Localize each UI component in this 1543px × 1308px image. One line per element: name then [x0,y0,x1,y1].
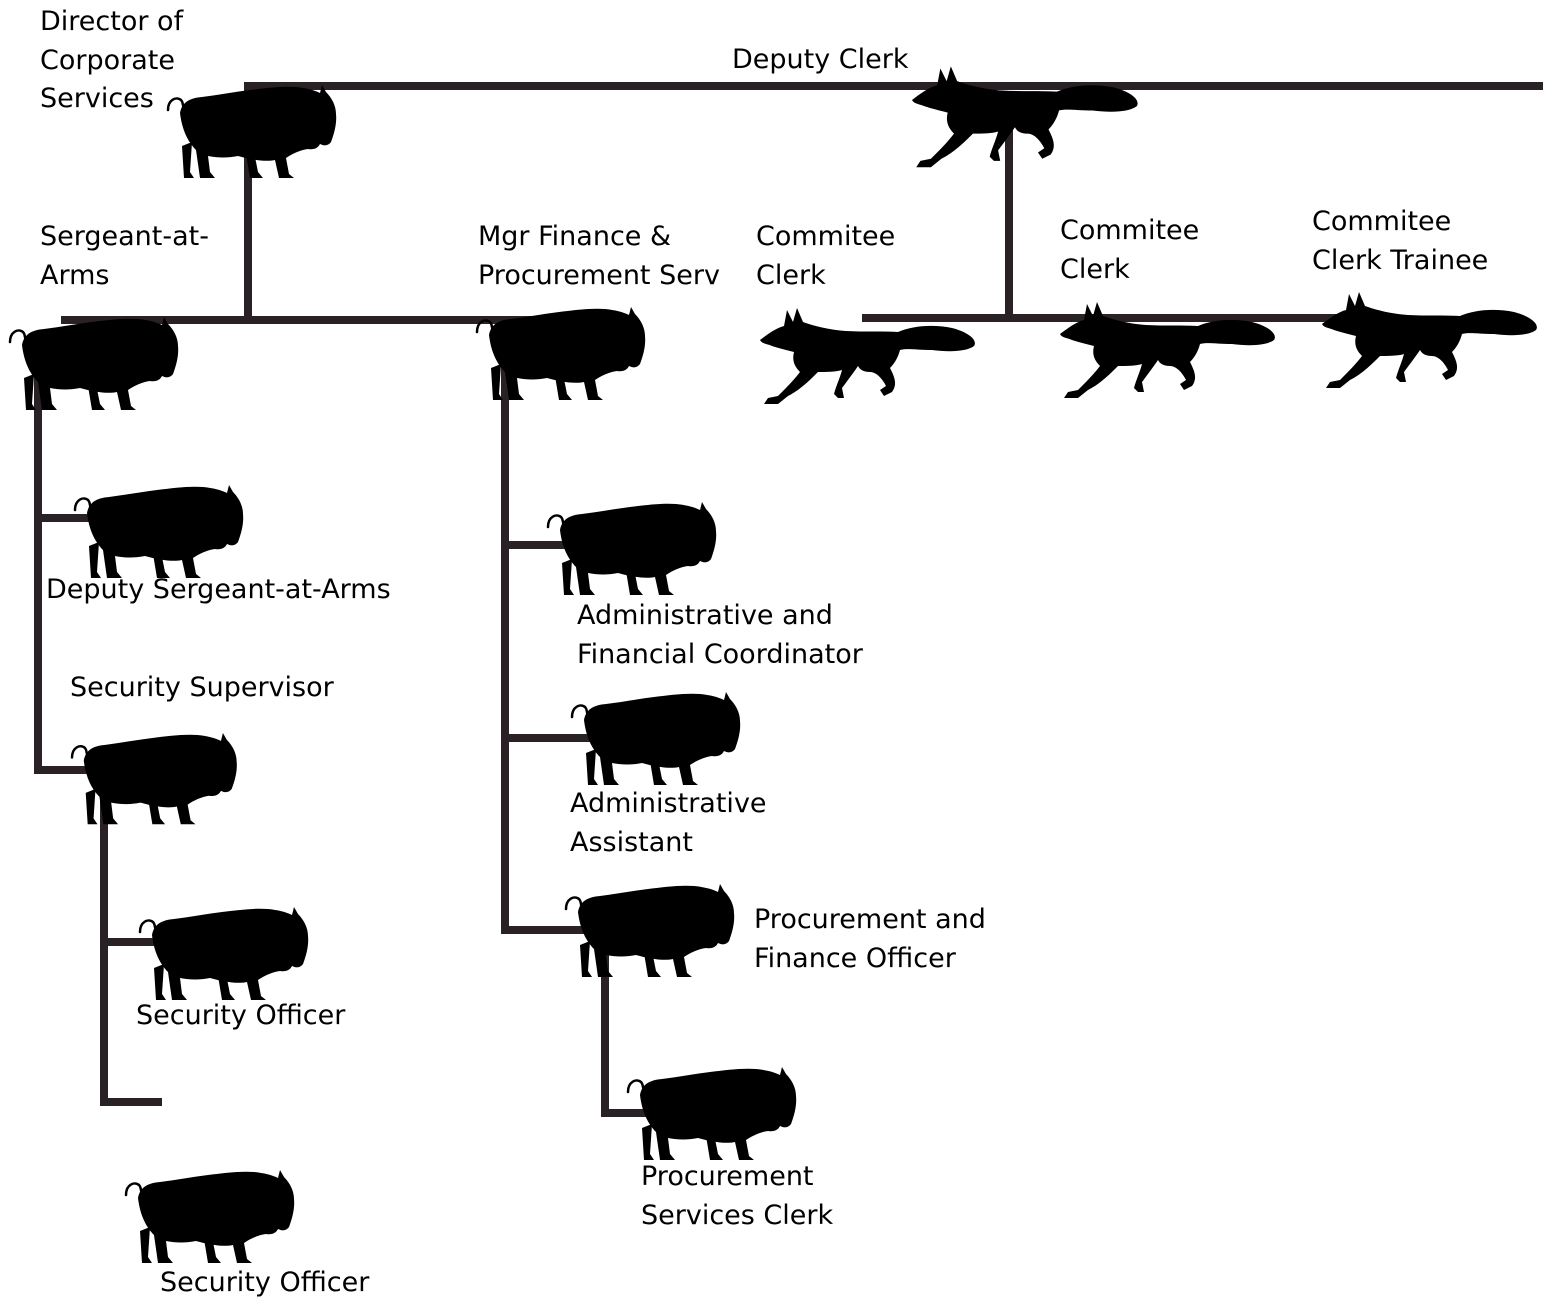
bison-icon [570,690,742,787]
bison-icon [564,882,736,979]
label-administrative-and-financial-coordinator: Administrative and Financial Coordinator [577,600,863,670]
label-security-officer-1: Security Officer [136,1000,346,1031]
label-deputy-clerk: Deputy Clerk [732,44,909,75]
bison-icon [70,731,239,826]
bison-icon [626,1065,798,1162]
label-deputy-sergeant-at-arms: Deputy Sergeant-at-Arms [46,574,391,605]
fox-icon [760,308,975,404]
label-committee-clerk-1: Commitee Clerk [756,221,896,291]
bison-icon [138,905,310,1002]
label-mgr-finance-procurement: Mgr Finance & Procurement Serv [478,221,720,291]
label-committee-clerk-2: Commitee Clerk [1060,215,1200,285]
bison-icon [546,500,718,597]
fox-icon [1322,292,1537,388]
label-security-supervisor: Security Supervisor [70,672,334,703]
bison-icon [73,483,245,580]
label-administrative-assistant: Administrative Assistant [570,788,767,858]
label-committee-clerk-trainee: Commitee Clerk Trainee [1312,206,1489,276]
bison-icon [124,1168,296,1265]
label-security-officer-2: Security Officer [160,1267,370,1298]
label-director-of-corporate-services: Director of Corporate Services [40,6,184,114]
bison-icon [166,83,338,180]
label-procurement-services-clerk: Procurement Services Clerk [641,1161,834,1231]
label-sergeant-at-arms: Sergeant-at- Arms [40,221,209,291]
label-procurement-and-finance-officer: Procurement and Finance Officer [754,904,986,974]
fox-icon [912,66,1138,168]
